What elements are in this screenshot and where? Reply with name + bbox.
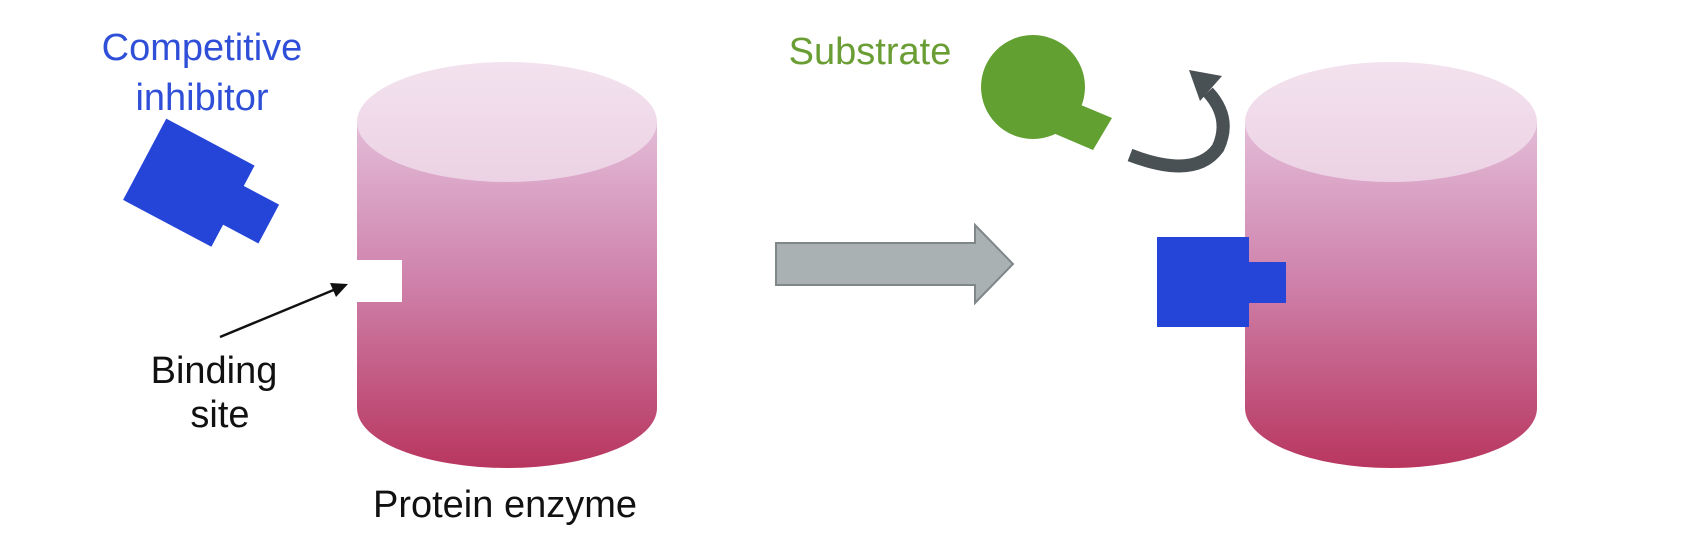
binding-site-notch [357,260,402,302]
competitive-inhibitor-label-line2: inhibitor [135,77,268,119]
protein-enzyme-label: Protein enzyme [373,484,637,526]
transition-arrow [775,222,1015,306]
competitive-inhibitor-shape [123,118,280,247]
substrate-shape [981,35,1112,150]
competitive-inhibitor-label-line1: Competitive [102,27,303,69]
blocked-substrate-arrow [1127,70,1230,173]
protein-enzyme-cylinder-left [357,62,657,468]
protein-enzyme-cylinder-right [1245,62,1537,468]
binding-site-label-line1: Binding [151,350,278,392]
cylinder-body-left [357,122,657,468]
binding-site-pointer [219,283,348,339]
binding-site-label-line2: site [190,394,249,436]
substrate-label: Substrate [789,31,952,73]
cylinder-top-left [357,62,657,182]
cylinder-top-right [1245,62,1537,182]
cylinder-body-right [1245,122,1537,468]
bound-inhibitor-shape [1157,237,1286,327]
